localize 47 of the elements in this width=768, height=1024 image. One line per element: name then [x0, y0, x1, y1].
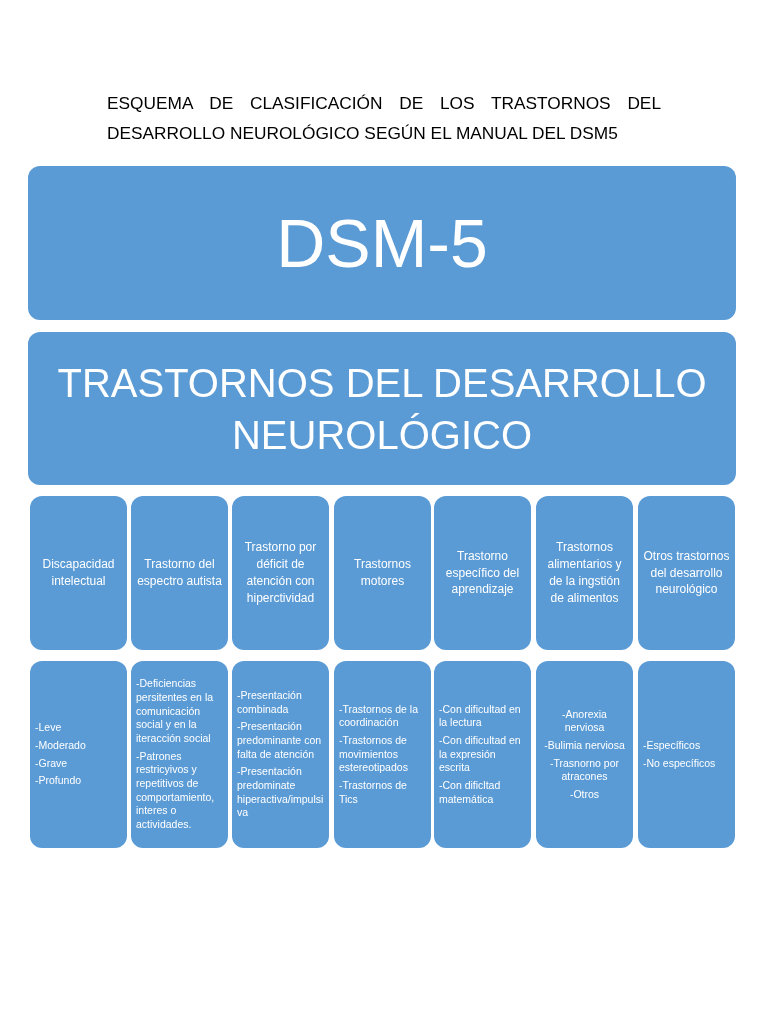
- list-item: -Profundo: [35, 774, 83, 788]
- list-item: -Presentación predominante con falta de atención: [237, 720, 323, 762]
- detail-box: [638, 661, 735, 848]
- list-item: -Grave: [35, 756, 69, 771]
- list-item: -Leve: [35, 721, 63, 735]
- list-item: -Con dificultad en la expresión escrita: [439, 734, 522, 775]
- category-label: Trastornos alimentarios y de la ingstión de alimentos: [546, 539, 623, 607]
- list-item: -Patrones restricyivos y repetitivos de comportamiento, interes o actividades.: [136, 749, 216, 832]
- list-item: -Específicos: [643, 738, 702, 753]
- detail-box: [232, 661, 329, 848]
- category-box: [638, 496, 735, 650]
- category-box: [536, 496, 633, 650]
- category-label: Trastorno del espectro autista: [136, 556, 223, 590]
- list-item: -Con dificltad matemática: [439, 778, 502, 807]
- heading-text: TRASTORNOS DEL DESARROLLO NEUROLÓGICO: [56, 359, 708, 459]
- category-label: Trastornos motores: [353, 556, 412, 590]
- list-item: -Con dificultad en la lectura: [439, 702, 522, 731]
- category-label: Trastorno específico del aprendizaje: [444, 547, 521, 599]
- category-box: [131, 496, 228, 650]
- list-item: -Otros: [569, 787, 600, 802]
- category-box: [434, 496, 531, 650]
- list-item: -Anorexia nerviosa: [561, 707, 608, 735]
- category-box: [334, 496, 431, 650]
- category-box: [30, 496, 127, 650]
- category-label: Otros trastornos del desarrollo neurológico: [643, 547, 730, 599]
- list-item: -Presentación combinada: [237, 689, 303, 717]
- detail-box: [536, 661, 633, 848]
- category-label: Trastorno por déficit de atención con hiperctividad: [243, 539, 318, 607]
- list-item: -Presentación predominate hiperactiva/impulsiva: [237, 765, 324, 820]
- list-item: -Moderado: [35, 738, 87, 753]
- detail-box: [334, 661, 431, 848]
- list-item: -Trastornos de la coordinación: [339, 702, 419, 731]
- heading-text: DSM-5: [276, 205, 488, 281]
- list-item: -Trasnorno por atracones: [548, 756, 621, 784]
- category-box: [232, 496, 329, 650]
- detail-box: [434, 661, 531, 848]
- list-item: -Bulimia nerviosa: [544, 738, 625, 753]
- detail-box: [131, 661, 228, 848]
- list-item: -No específicos: [643, 756, 717, 771]
- detail-box: [30, 661, 127, 848]
- category-label: Discapacidad intelectual: [41, 556, 116, 590]
- diagram-title: ESQUEMA DE CLASIFICACIÓN DE LOS TRASTORNOS DEL DESARROLLO NEUROLÓGICO SEGÚN EL MANUAL DEL DSM5: [107, 92, 661, 145]
- list-item: -Trastornos de movimientos estereotipados: [339, 734, 409, 775]
- list-item: -Deficiencias persitentes en la comunicación social y en la iteracción social: [136, 677, 215, 746]
- header-box: [28, 332, 736, 485]
- list-item: -Trastornos de Tics: [339, 778, 408, 807]
- header-box: [28, 166, 736, 320]
